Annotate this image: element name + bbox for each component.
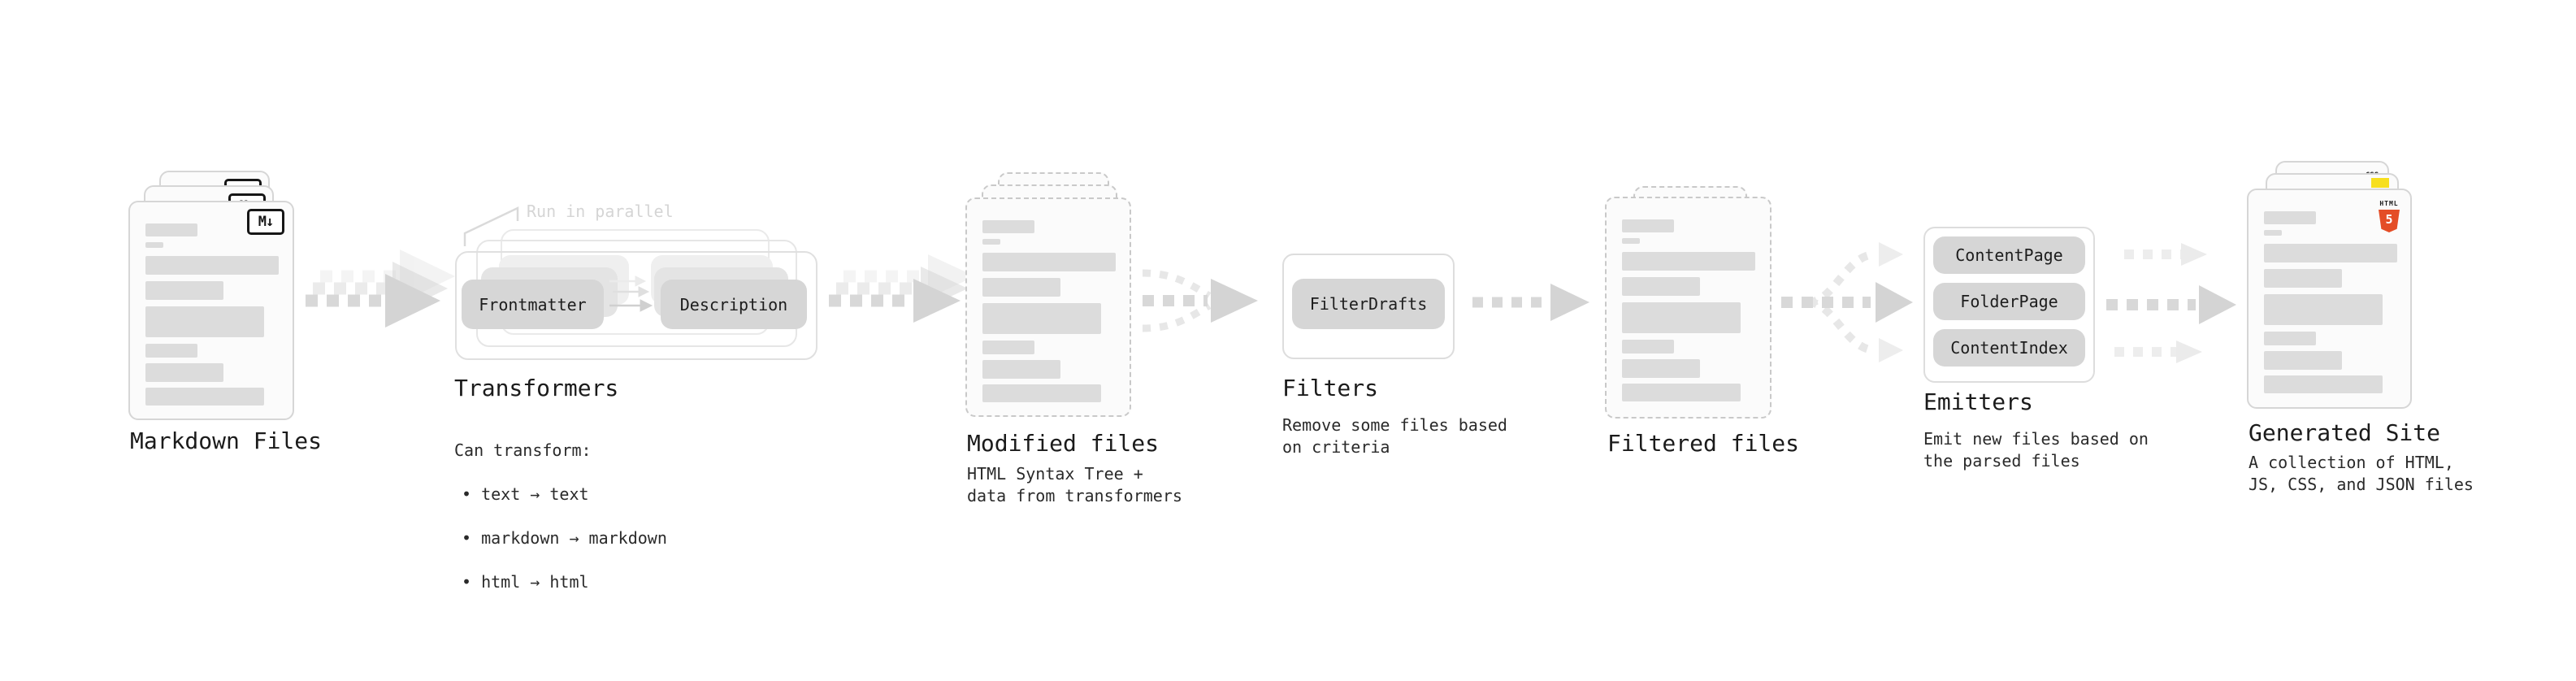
- markdown-icon: M↓: [247, 209, 284, 235]
- capability-item: • markdown → markdown: [462, 528, 667, 548]
- doc-line: [2264, 351, 2342, 370]
- doc-line: [2264, 332, 2316, 345]
- parallel-mini-arrows: [609, 275, 653, 312]
- arrow-transformers-to-modified: [829, 254, 975, 323]
- doc-line: [2264, 211, 2316, 224]
- generated-site-description: A collection of HTML, JS, CSS, and JSON …: [2249, 453, 2474, 494]
- filter-drafts-pill: FilterDrafts: [1292, 279, 1445, 329]
- html5-icon: HTML 5: [2378, 193, 2400, 232]
- doc-line: [2264, 375, 2383, 393]
- doc-line: [2264, 244, 2397, 262]
- node-label-emitters: Emitters: [1923, 388, 2033, 415]
- doc-line: [2264, 294, 2383, 325]
- emitter-pill-contentindex: ContentIndex: [1933, 329, 2085, 367]
- doc-line: [1622, 340, 1674, 354]
- markdown-file-card-front: M↓: [128, 201, 294, 420]
- description-transformer-pill: Description: [661, 280, 807, 329]
- modified-file-card-front: [965, 197, 1131, 417]
- arrow-modified-to-filters-merge: [1142, 269, 1258, 332]
- doc-line: [982, 253, 1116, 271]
- doc-line: [1622, 302, 1741, 333]
- doc-line: [982, 278, 1060, 297]
- doc-line: [982, 340, 1034, 354]
- doc-line: [2264, 230, 2282, 236]
- arrow-filters-to-filtered: [1472, 284, 1589, 321]
- doc-line: [1622, 238, 1640, 244]
- doc-line: [1622, 252, 1755, 271]
- emitters-description: Emit new files based on the parsed files: [1923, 429, 2149, 471]
- modified-files-description: HTML Syntax Tree + data from transformer…: [967, 464, 1182, 505]
- emitter-pill-contentpage: ContentPage: [1933, 236, 2085, 274]
- doc-line: [145, 242, 163, 248]
- doc-line: [145, 223, 197, 236]
- doc-line: [982, 360, 1060, 379]
- doc-line: [1622, 359, 1700, 378]
- node-label-generated-site: Generated Site: [2249, 419, 2441, 446]
- doc-line: [145, 256, 279, 275]
- callout-connector-line: [463, 206, 519, 246]
- doc-line: [145, 344, 197, 358]
- doc-line: [145, 281, 223, 300]
- capability-item: • html → html: [462, 572, 589, 592]
- emitter-pill-folderpage: FolderPage: [1933, 283, 2085, 320]
- html5-icon-number: 5: [2385, 212, 2393, 227]
- capability-item: • text → text: [462, 484, 589, 504]
- transformer-stack-box-front: [455, 251, 817, 360]
- node-label-markdown-files: Markdown Files: [130, 427, 323, 454]
- filtered-file-card-front: [1605, 197, 1772, 419]
- html5-icon-word: HTML: [2379, 200, 2399, 207]
- doc-line: [145, 388, 264, 406]
- doc-line: [1622, 219, 1674, 232]
- js-icon: [2371, 178, 2389, 188]
- doc-line: [982, 303, 1101, 334]
- generated-site-card-html: HTML 5: [2247, 189, 2412, 409]
- doc-line: [982, 220, 1034, 233]
- filters-description: Remove some files based on criteria: [1282, 415, 1507, 457]
- frontmatter-transformer-pill: Frontmatter: [462, 280, 604, 329]
- doc-line: [145, 363, 223, 382]
- transformers-description: Can transform: • text → text • markdown …: [454, 418, 667, 615]
- can-transform-heading: Can transform:: [454, 440, 592, 460]
- node-label-modified-files: Modified files: [967, 430, 1160, 457]
- doc-line: [1622, 277, 1700, 296]
- node-label-transformers: Transformers: [454, 375, 619, 401]
- arrow-markdown-to-transformers: [306, 249, 455, 327]
- doc-line: [2264, 269, 2342, 288]
- arrows-emitters-to-generated: [2106, 243, 2236, 363]
- run-in-parallel-callout: Run in parallel: [527, 202, 674, 221]
- doc-line: [145, 306, 264, 337]
- arrow-filtered-to-emitters-split: [1781, 242, 1913, 362]
- doc-line: [1622, 384, 1741, 401]
- node-label-filtered-files: Filtered files: [1607, 430, 1800, 457]
- doc-line: [982, 384, 1101, 402]
- doc-line: [982, 239, 1000, 245]
- node-label-filters: Filters: [1282, 375, 1379, 401]
- html5-icon-shield: 5: [2379, 210, 2400, 232]
